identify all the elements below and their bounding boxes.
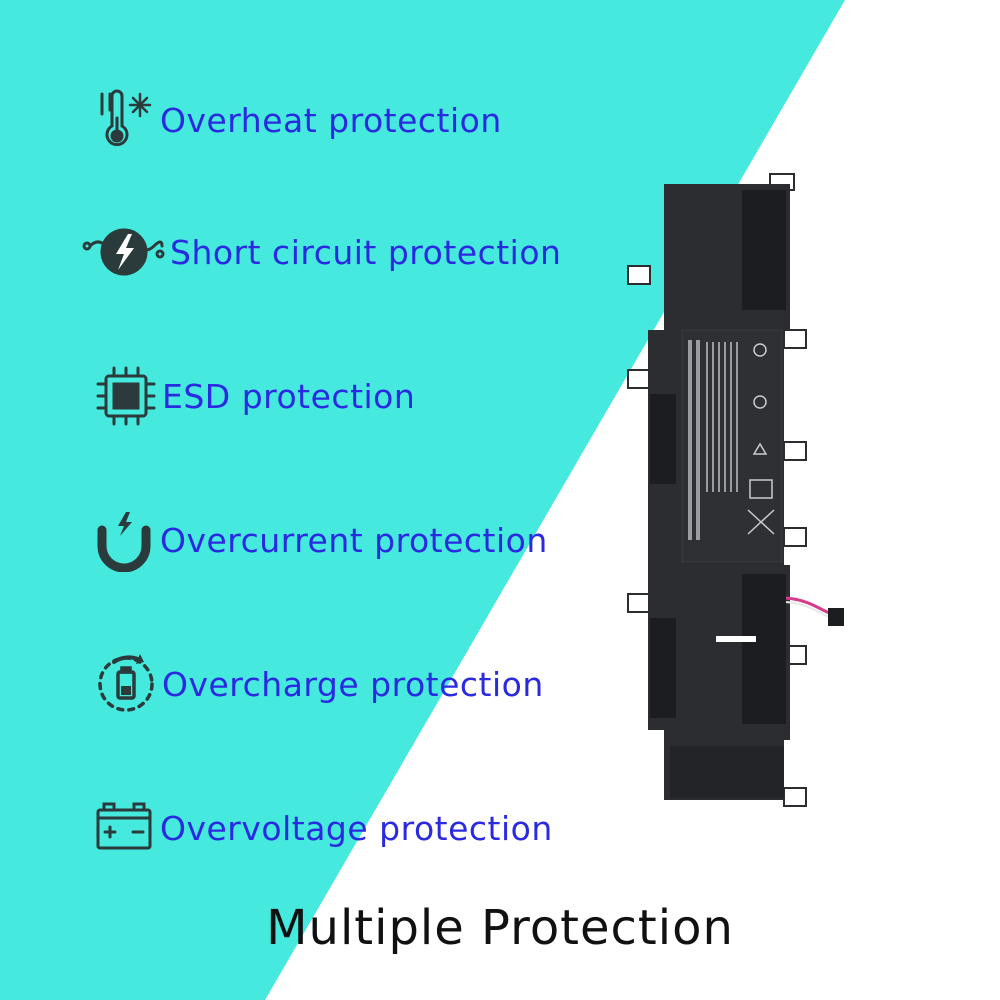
feature-short-circuit: Short circuit protection [82, 220, 561, 284]
thermometer-snowflake-icon [92, 88, 156, 152]
feature-label: Overcharge protection [162, 664, 544, 704]
feature-label: Overheat protection [160, 100, 502, 140]
feature-overvoltage: Overvoltage protection [92, 796, 553, 860]
car-battery-icon [92, 796, 156, 860]
feature-label: ESD protection [162, 376, 416, 416]
feature-label: Overcurrent protection [160, 520, 548, 560]
magnet-bolt-icon [92, 508, 156, 572]
feature-label: Overvoltage protection [160, 808, 553, 848]
laptop-battery-illustration [627, 173, 844, 807]
feature-overcurrent: Overcurrent protection [92, 508, 548, 572]
feature-esd: ESD protection [94, 364, 415, 428]
feature-label: Short circuit protection [170, 232, 562, 272]
page-title: Multiple Protection [266, 900, 734, 956]
feature-overheat: Overheat protection [92, 88, 502, 152]
battery-cycle-icon [94, 652, 158, 716]
feature-overcharge: Overcharge protection [94, 652, 544, 716]
chip-icon [94, 364, 158, 428]
short-circuit-bolt-icon [82, 220, 166, 284]
